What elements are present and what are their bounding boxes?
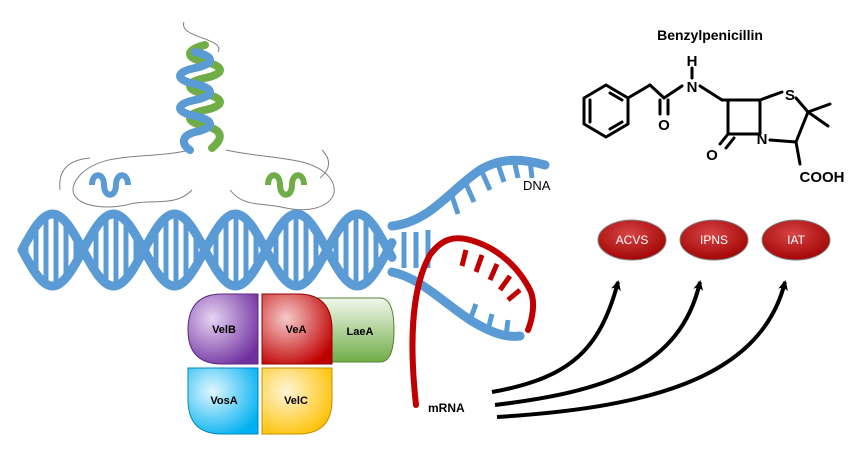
protein-backbone (59, 21, 335, 211)
enzyme-iat (761, 219, 831, 261)
atom-o-amide: O (658, 117, 670, 134)
molecule-name: Benzylpenicillin (657, 27, 763, 43)
benzylpenicillin-structure: Benzylpenicillin (582, 27, 845, 186)
enzymes: ACVS IPNS IAT (597, 219, 831, 261)
enzyme-iat-label: IAT (787, 233, 805, 247)
arrow-to-iat (496, 280, 788, 419)
enzyme-ipns-label: IPNS (700, 233, 728, 247)
atom-h: H (687, 53, 698, 70)
vea-label: VeA (286, 324, 307, 336)
vosa-protein (187, 367, 259, 435)
vosa-label: VosA (210, 395, 237, 407)
mrna-base-pairs (459, 249, 522, 302)
velc-label: VelC (284, 395, 308, 407)
mrna-strand (409, 235, 537, 408)
mrna-label: mRNA (428, 401, 465, 415)
velc-protein (261, 367, 333, 435)
dna-label: DNA (523, 178, 551, 193)
helix-blue (176, 48, 214, 154)
transcription-factor-protein (59, 21, 335, 211)
dna-fork-rungs (401, 159, 535, 337)
dna-strand-b (17, 209, 397, 291)
molecule-atoms: H N O S N O COOH (658, 53, 844, 186)
vea-protein (261, 293, 333, 365)
dna-helix: DNA (17, 155, 551, 341)
enzyme-acvs-label: ACVS (616, 233, 649, 247)
arrow-to-ipns (494, 280, 704, 407)
enzyme-acvs (597, 219, 667, 261)
atom-n-amide: N (687, 79, 698, 96)
molecule-bonds (582, 66, 832, 166)
dna-fork-upper-strand (387, 155, 550, 231)
velb-label: VelB (212, 324, 236, 336)
laea-label: LaeA (347, 326, 374, 338)
atom-s: S (785, 87, 795, 104)
atom-o-lactam: O (706, 147, 718, 164)
binding-helix-blue (89, 172, 131, 198)
enzyme-ipns (679, 219, 749, 261)
velvet-complex: LaeA VelB VeA VosA VelC (187, 293, 395, 435)
binding-helix-green (265, 172, 307, 198)
atom-cooh: COOH (800, 169, 845, 186)
arrow-to-acvs (491, 280, 621, 394)
mrna-strand-group: mRNA (409, 235, 537, 415)
velb-protein (187, 293, 259, 365)
translation-arrows (491, 280, 788, 419)
atom-n-ring: N (757, 131, 768, 148)
